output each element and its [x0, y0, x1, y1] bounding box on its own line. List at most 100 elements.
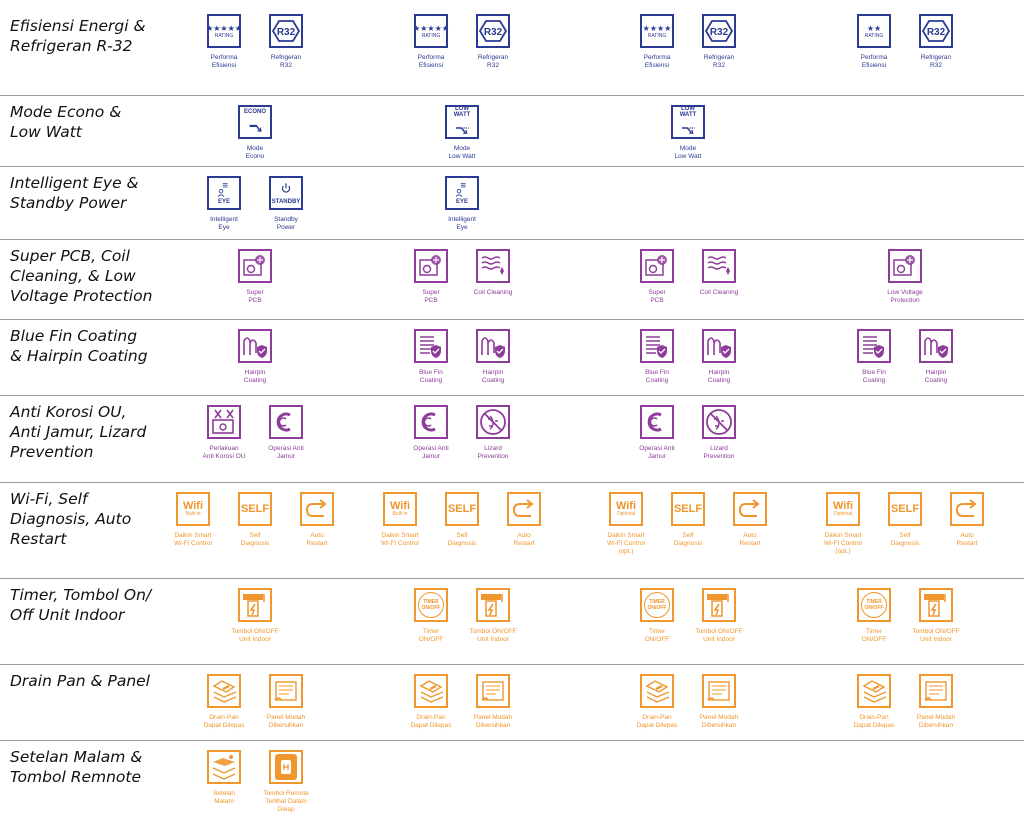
row-divider — [0, 740, 1024, 741]
anti-mold-icon — [640, 405, 674, 439]
feature-label: Refrigeran R32 — [477, 54, 509, 69]
feature-item: Panel Mudah Dibersihkan — [260, 674, 312, 730]
drain-pan-icon — [414, 674, 448, 708]
feature-label: Perlakuan Anti Korosi OU — [202, 445, 246, 460]
drain-pan-icon — [207, 674, 241, 708]
rating-icon: ★★★★RATING — [640, 14, 674, 48]
coil-icon — [702, 249, 736, 283]
hairpin-icon — [238, 329, 272, 363]
feature-label: Low Voltage Protection — [887, 289, 923, 304]
feature-item: Tombol Remote Terlihat Dalam Gelap — [260, 750, 312, 814]
r32-icon: R32 — [919, 14, 953, 48]
icon-tag: EYE — [455, 199, 468, 205]
feature-item: Coil Cleaning — [467, 249, 519, 305]
feature-item: Tombol ON/OFF Unit Indoor — [693, 588, 745, 644]
row-divider — [0, 395, 1024, 396]
feature-item: Setelan Malam — [198, 750, 250, 814]
icon-tag: TIMER ON/OFF — [421, 599, 441, 611]
feature-item: Drain-Pan Dapat Dilepas — [848, 674, 900, 730]
panel-icon — [919, 674, 953, 708]
feature-label: Auto Restart — [956, 532, 978, 547]
rating-stars: ★★★★★ — [413, 23, 449, 33]
feature-item: Tombol ON/OFF Unit Indoor — [910, 588, 962, 644]
icon-subtag: Optional — [616, 511, 636, 517]
feature-label: Coil Cleaning — [473, 289, 513, 296]
pcb-icon — [414, 249, 448, 283]
feature-item: Auto Restart — [724, 492, 776, 556]
feature-item: Tombol ON/OFF Unit Indoor — [229, 588, 281, 644]
pcb-icon — [640, 249, 674, 283]
feature-label: Hairpin Coating — [243, 369, 267, 384]
feature-label: Refrigeran R32 — [270, 54, 302, 69]
svg-text:R32: R32 — [277, 27, 296, 38]
night-setting-icon — [207, 750, 241, 784]
feature-item: Drain-Pan Dapat Dilepas — [631, 674, 683, 730]
rating-icon: ★★RATING — [857, 14, 891, 48]
model-column-2: Super PCB Coil Cleaning — [405, 249, 519, 305]
eye-icon: EYE — [445, 176, 479, 210]
econo-icon: ECONO — [238, 105, 272, 139]
rating-text: RATING — [864, 32, 884, 39]
feature-item: Panel Mudah Dibersihkan — [693, 674, 745, 730]
model-column-1: Super PCB — [229, 249, 281, 305]
rating-text: RATING — [421, 32, 441, 39]
feature-item: Blue Fin Coating — [405, 329, 457, 385]
feature-item: Hairpin Coating — [910, 329, 962, 385]
model-column-1: Tombol ON/OFF Unit Indoor — [229, 588, 281, 644]
feature-label: Panel Mudah Dibersihkan — [266, 714, 306, 729]
feature-item: Perlakuan Anti Korosi OU — [198, 405, 250, 461]
row-title: Intelligent Eye & Standby Power — [10, 174, 139, 212]
bluefin-icon — [857, 329, 891, 363]
eye-icon: EYE — [207, 176, 241, 210]
row-title: Setelan Malam & Tombol Remnote — [10, 748, 143, 786]
feature-label: Tombol ON/OFF Unit Indoor — [912, 628, 960, 643]
self-diagnosis-icon: SELF — [888, 492, 922, 526]
r32-icon: R32 — [702, 14, 736, 48]
panel-icon — [702, 674, 736, 708]
feature-item: Super PCB — [405, 249, 457, 305]
anti-mold-icon — [269, 405, 303, 439]
icon-tag: SELF — [447, 502, 477, 515]
svg-text:R32: R32 — [710, 27, 729, 38]
feature-label: Hairpin Coating — [924, 369, 948, 384]
feature-label: Tombol ON/OFF Unit Indoor — [695, 628, 743, 643]
feature-label: Panel Mudah Dibersihkan — [473, 714, 513, 729]
panel-icon — [476, 674, 510, 708]
auto-restart-icon — [300, 492, 334, 526]
icon-tag: Wifi — [615, 500, 637, 512]
feature-item: Hairpin Coating — [693, 329, 745, 385]
drain-pan-icon — [640, 674, 674, 708]
timer-icon: TIMER ON/OFF — [640, 588, 674, 622]
rating-stars: ★★★★ — [642, 23, 672, 33]
indoor-switch-icon — [919, 588, 953, 622]
feature-label: Drain-Pan Dapat Dilepas — [203, 714, 245, 729]
feature-label: Mode Low Watt — [674, 145, 702, 160]
anti-corrosion-icon — [207, 405, 241, 439]
row-title: Timer, Tombol On/ Off Unit Indoor — [10, 586, 152, 624]
drain-pan-icon — [857, 674, 891, 708]
anti-mold-icon — [414, 405, 448, 439]
svg-text:R32: R32 — [484, 27, 503, 38]
